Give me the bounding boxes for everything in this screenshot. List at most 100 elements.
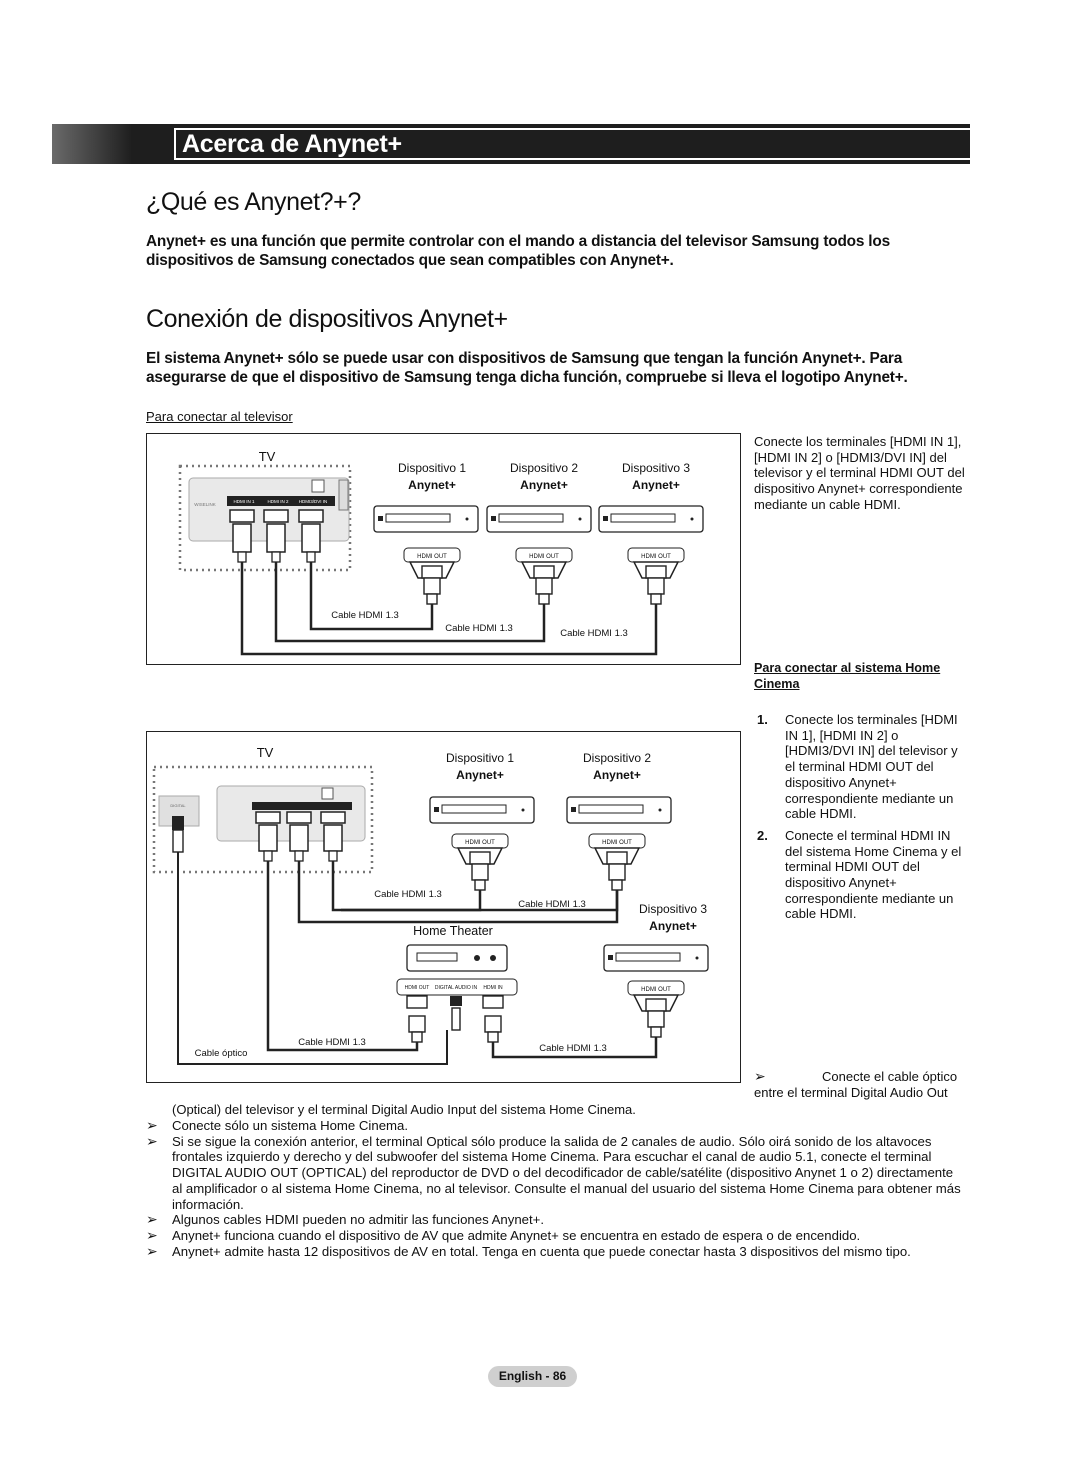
device-2-tray (578, 804, 644, 814)
device-plug-1-head (469, 851, 491, 865)
ht-hdmi-socket (482, 995, 504, 1009)
device-brand-1: Anynet+ (408, 478, 456, 492)
subheading-home-cinema: Para conectar al sistema Home Cinema (754, 661, 964, 692)
step-2-num: 2. (757, 827, 768, 843)
cable-label-1: Cable HDMI 1.3 (374, 889, 442, 900)
tv-port-label: HDMI IN 2 (267, 499, 288, 504)
home-theater-knob (474, 955, 480, 961)
home-theater-label: Home Theater (413, 924, 493, 938)
note-item: ➢ Anynet+ funciona cuando el dispositivo… (146, 1227, 962, 1244)
note-text: Algunos cables HDMI pueden no admitir la… (172, 1212, 545, 1228)
tv-antenna-port (321, 787, 334, 800)
tv-hdmi-socket (320, 811, 346, 824)
device-plug-3-grip (650, 593, 662, 605)
device-brand-3: Anynet+ (632, 478, 680, 492)
tv-hdmi-socket (229, 509, 255, 523)
device-plug-3-grip (650, 1026, 662, 1038)
device-1-button (465, 517, 469, 521)
note-text: Conecte sólo un sistema Home Cinema. (172, 1118, 409, 1133)
section-title: Acerca de Anynet+ (182, 130, 402, 158)
heading-connection: Conexión de dispositivos Anynet+ (146, 305, 508, 333)
tv-hdmi-grip (271, 551, 281, 563)
device-2-button (658, 808, 662, 812)
device-3-led (603, 516, 608, 521)
home-theater-knob (490, 955, 496, 961)
tv-wiselink-label: WISELINK (194, 502, 216, 507)
cable-label-4: Cable HDMI 1.3 (539, 1043, 607, 1054)
cable-label-2: Cable HDMI 1.3 (445, 623, 513, 634)
note-item: ➢ Algunos cables HDMI pueden no admitir … (146, 1212, 962, 1228)
device-brand-2: Anynet+ (520, 478, 568, 492)
ht-hdmi-grip (487, 1031, 499, 1043)
device-name-2: Dispositivo 2 (583, 751, 651, 765)
tv-hdmi-socket (255, 811, 281, 824)
page-footer: English - 86 (488, 1366, 577, 1387)
device-port-1-label: HDMI OUT (465, 840, 495, 846)
note-optical-a: Conecte el cable óptico (822, 1069, 958, 1084)
device-3-tray (615, 952, 681, 962)
ht-port-label: HDMI IN (483, 985, 503, 991)
note-text: Anynet+ funciona cuando el dispositivo d… (172, 1227, 861, 1243)
tv-port-strip (252, 802, 352, 810)
device-name-2: Dispositivo 2 (510, 461, 578, 475)
device-plug-2-neck (608, 863, 626, 881)
device-1-led (434, 807, 439, 812)
ht-hdmi-grip (411, 1031, 423, 1043)
steps-list: 1. Conecte los terminales [HDMI IN 1], [… (757, 712, 967, 922)
cable-3 (266, 861, 419, 1052)
connection-paragraph: El sistema Anynet+ sólo se puede usar co… (146, 350, 908, 386)
tv-hdmi-grip (306, 551, 316, 563)
cable-1 (331, 861, 482, 912)
device-plug-1-neck (471, 863, 489, 881)
note-item: ➢ Conecte sólo un sistema Home Cinema. (146, 1117, 962, 1134)
tv-antenna-port (311, 479, 325, 493)
device-2-led (491, 516, 496, 521)
device-brand-3: Anynet+ (649, 919, 697, 933)
tv-hdmi-grip (237, 551, 247, 563)
device-1-tray (385, 513, 451, 523)
ht-hdmi-plug (408, 1015, 426, 1033)
device-plug-2-neck (535, 577, 553, 595)
heading-what-is: ¿Qué es Anynet?+? (146, 188, 361, 216)
device-plug-1-head (421, 565, 443, 579)
step-2: 2. Conecte el terminal HDMI IN del siste… (757, 828, 967, 922)
tv-hdmi-socket (298, 509, 324, 523)
step-2-text: Conecte el terminal HDMI IN del sistema … (785, 827, 962, 922)
device-3-tray (610, 513, 676, 523)
device-3-button (695, 956, 699, 960)
ht-hdmi-plug (484, 1015, 502, 1033)
home-theater-display (416, 952, 458, 962)
tv-hdmi-plug (301, 523, 321, 553)
banner-frame (174, 128, 1018, 160)
device-name-1: Dispositivo 1 (398, 461, 466, 475)
tv-hdmi-socket (263, 509, 289, 523)
cable-2 (274, 562, 546, 643)
device-plug-2-head (533, 565, 555, 579)
ht-optical-port (450, 996, 462, 1006)
cable-1 (309, 562, 434, 631)
device-plug-2-grip (538, 593, 550, 605)
cable-4 (491, 1037, 658, 1059)
device-port-3-label: HDMI OUT (641, 554, 671, 560)
cable-label-2: Cable HDMI 1.3 (518, 899, 586, 910)
note-arrow-icon: ➢ (146, 1117, 158, 1133)
tv-zoom-frame (152, 765, 374, 874)
note-arrow-icon: ➢ (146, 1211, 158, 1228)
device-name-3: Dispositivo 3 (639, 902, 707, 916)
tv-hdmi-plug (289, 824, 309, 852)
device-3-led (608, 955, 613, 960)
note-item: ➢ Si se sigue la conexión anterior, el t… (146, 1133, 962, 1213)
device-plug-3-head (645, 998, 667, 1012)
device-plug-3-neck (647, 1010, 665, 1028)
device-plug-3-head (645, 565, 667, 579)
device-1-button (521, 808, 525, 812)
tv-label: TV (257, 745, 274, 760)
device-1-led (378, 516, 383, 521)
device-brand-2: Anynet+ (593, 768, 641, 782)
subheading-tv: Para conectar al televisor (146, 409, 293, 424)
note-arrow-icon: ➢ (146, 1226, 158, 1243)
ht-port-label: DIGITAL AUDIO IN (435, 985, 478, 991)
tv-optical-label: DIGITAL (170, 803, 186, 808)
